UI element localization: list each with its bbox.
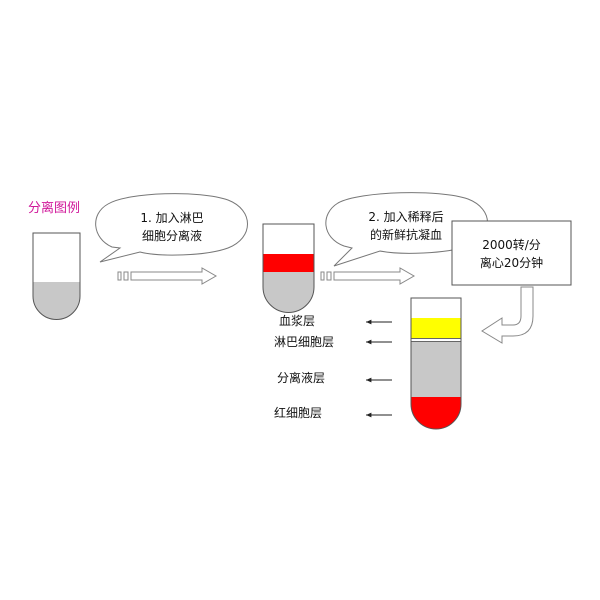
tube-3 (410, 297, 462, 430)
tube-1 (32, 232, 81, 320)
step1-line2: 细胞分离液 (141, 229, 202, 243)
plasma-layer (411, 318, 461, 338)
legend-title: 分离图例 (28, 201, 81, 216)
speech-bubble-1 (95, 193, 248, 263)
tube-2 (262, 223, 315, 313)
lymphocyte-layer (411, 338, 461, 342)
curved-arrow (481, 286, 534, 344)
centrifuge-box (451, 220, 572, 286)
label-lymphocyte: 淋巴细胞层 (274, 335, 335, 349)
speech-bubble-2 (325, 192, 488, 267)
label-arrows (366, 319, 392, 418)
step1-line1: 1. 加入淋巴 (140, 211, 204, 225)
step2-line2: 的新鲜抗凝血 (369, 228, 442, 242)
label-rbc: 红细胞层 (274, 406, 323, 420)
label-plasma: 血浆层 (279, 314, 316, 328)
label-separation: 分离液层 (277, 371, 326, 385)
centrifuge-line1: 2000转/分 (482, 238, 541, 252)
rbc-layer (411, 397, 461, 429)
step2-line1: 2. 加入稀释后 (368, 210, 444, 224)
separation-layer (411, 342, 461, 397)
centrifuge-line2: 离心20分钟 (479, 256, 544, 270)
process-arrow-2 (320, 267, 416, 285)
process-arrow-1 (117, 267, 218, 285)
